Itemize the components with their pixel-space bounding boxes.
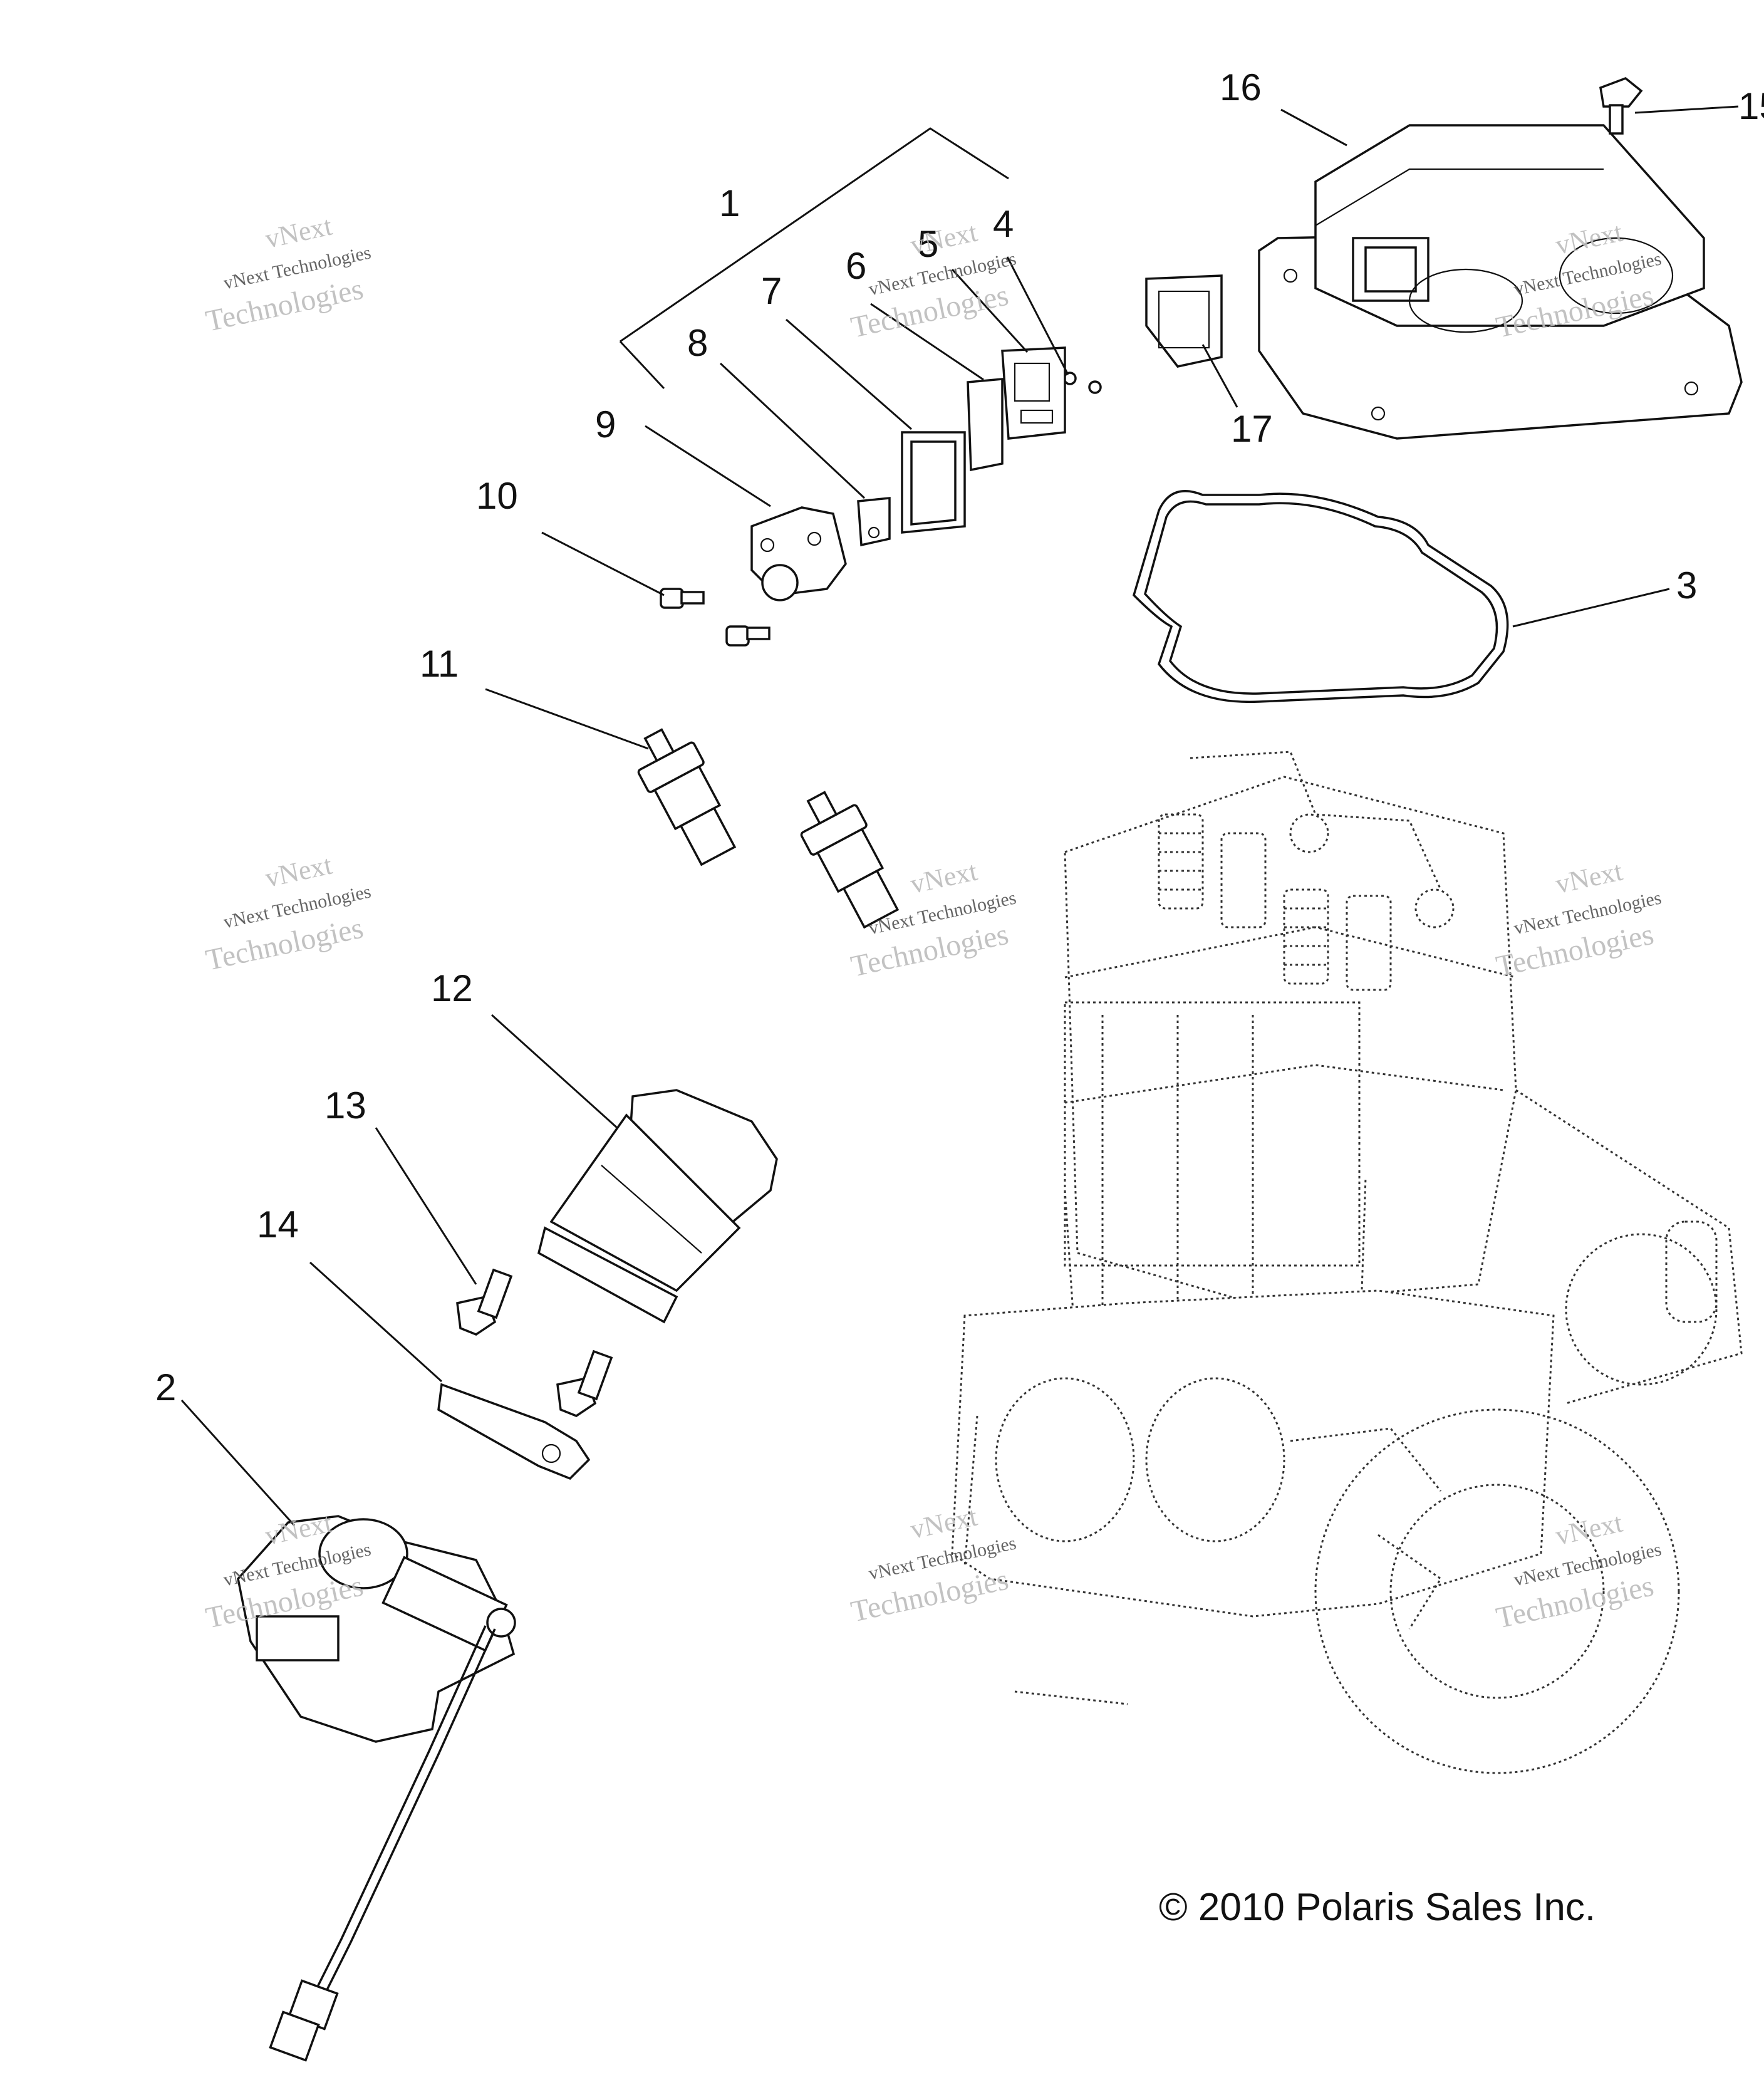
part-17-gasket — [1145, 274, 1223, 368]
part-13-bolts — [456, 1268, 613, 1417]
callout-14: 14 — [257, 1204, 299, 1245]
part-5-plate — [1001, 346, 1066, 440]
part-15-bolt — [1599, 77, 1643, 135]
part-6-sheet — [967, 378, 1004, 472]
part-8-bracket — [857, 497, 891, 547]
part-12-intake-boot — [537, 1089, 778, 1324]
callout-16: 16 — [1220, 66, 1262, 108]
callout-4: 4 — [993, 203, 1014, 245]
part-10-bolts — [660, 588, 770, 647]
callout-3: 3 — [1676, 564, 1697, 606]
watermark: vNext vNext Technologies Technologies — [203, 211, 373, 338]
callout-2: 2 — [155, 1366, 176, 1408]
callout-13: 13 — [324, 1084, 366, 1126]
part-14-clamp — [437, 1383, 591, 1480]
callout-10: 10 — [476, 475, 518, 517]
callout-6: 6 — [846, 245, 866, 287]
copyright-notice: © 2010 Polaris Sales Inc. — [1159, 1886, 1595, 1929]
part-7-frame-gasket — [901, 431, 966, 534]
part-2-throttle-body — [237, 1515, 516, 2062]
part-9-housing — [750, 506, 847, 601]
callout-11: 11 — [420, 643, 459, 685]
watermark: vNext vNext Technologies Technologies — [1493, 856, 1663, 984]
part-11-spark-plugs — [637, 728, 900, 929]
part-16-valve-cover — [1258, 124, 1743, 440]
callout-7: 7 — [761, 270, 782, 312]
callout-numbers: 1 2 3 4 5 6 7 8 9 10 11 12 13 14 15 16 1… — [155, 66, 1764, 1408]
callout-9: 9 — [595, 403, 616, 445]
svg-text:vNext: vNext — [908, 856, 980, 900]
watermark: vNext vNext Technologies Technologies — [203, 850, 373, 977]
callout-1: 1 — [719, 182, 740, 224]
leader-lines — [180, 105, 1739, 1527]
callout-17: 17 — [1231, 408, 1273, 450]
svg-text:vNext: vNext — [262, 850, 335, 893]
svg-text:vNext: vNext — [262, 211, 335, 254]
callout-15: 15 — [1738, 85, 1764, 127]
part-3-cover-gasket — [1133, 490, 1509, 704]
callout-12: 12 — [431, 967, 473, 1009]
part-4-screws — [1063, 372, 1102, 394]
valve-springs — [1158, 751, 1455, 991]
svg-text:vNext: vNext — [1553, 1507, 1625, 1551]
svg-text:vNext: vNext — [1553, 856, 1625, 900]
engine-assembly-drawing — [951, 751, 1743, 1774]
callout-5: 5 — [918, 223, 938, 265]
callout-8: 8 — [687, 322, 708, 364]
